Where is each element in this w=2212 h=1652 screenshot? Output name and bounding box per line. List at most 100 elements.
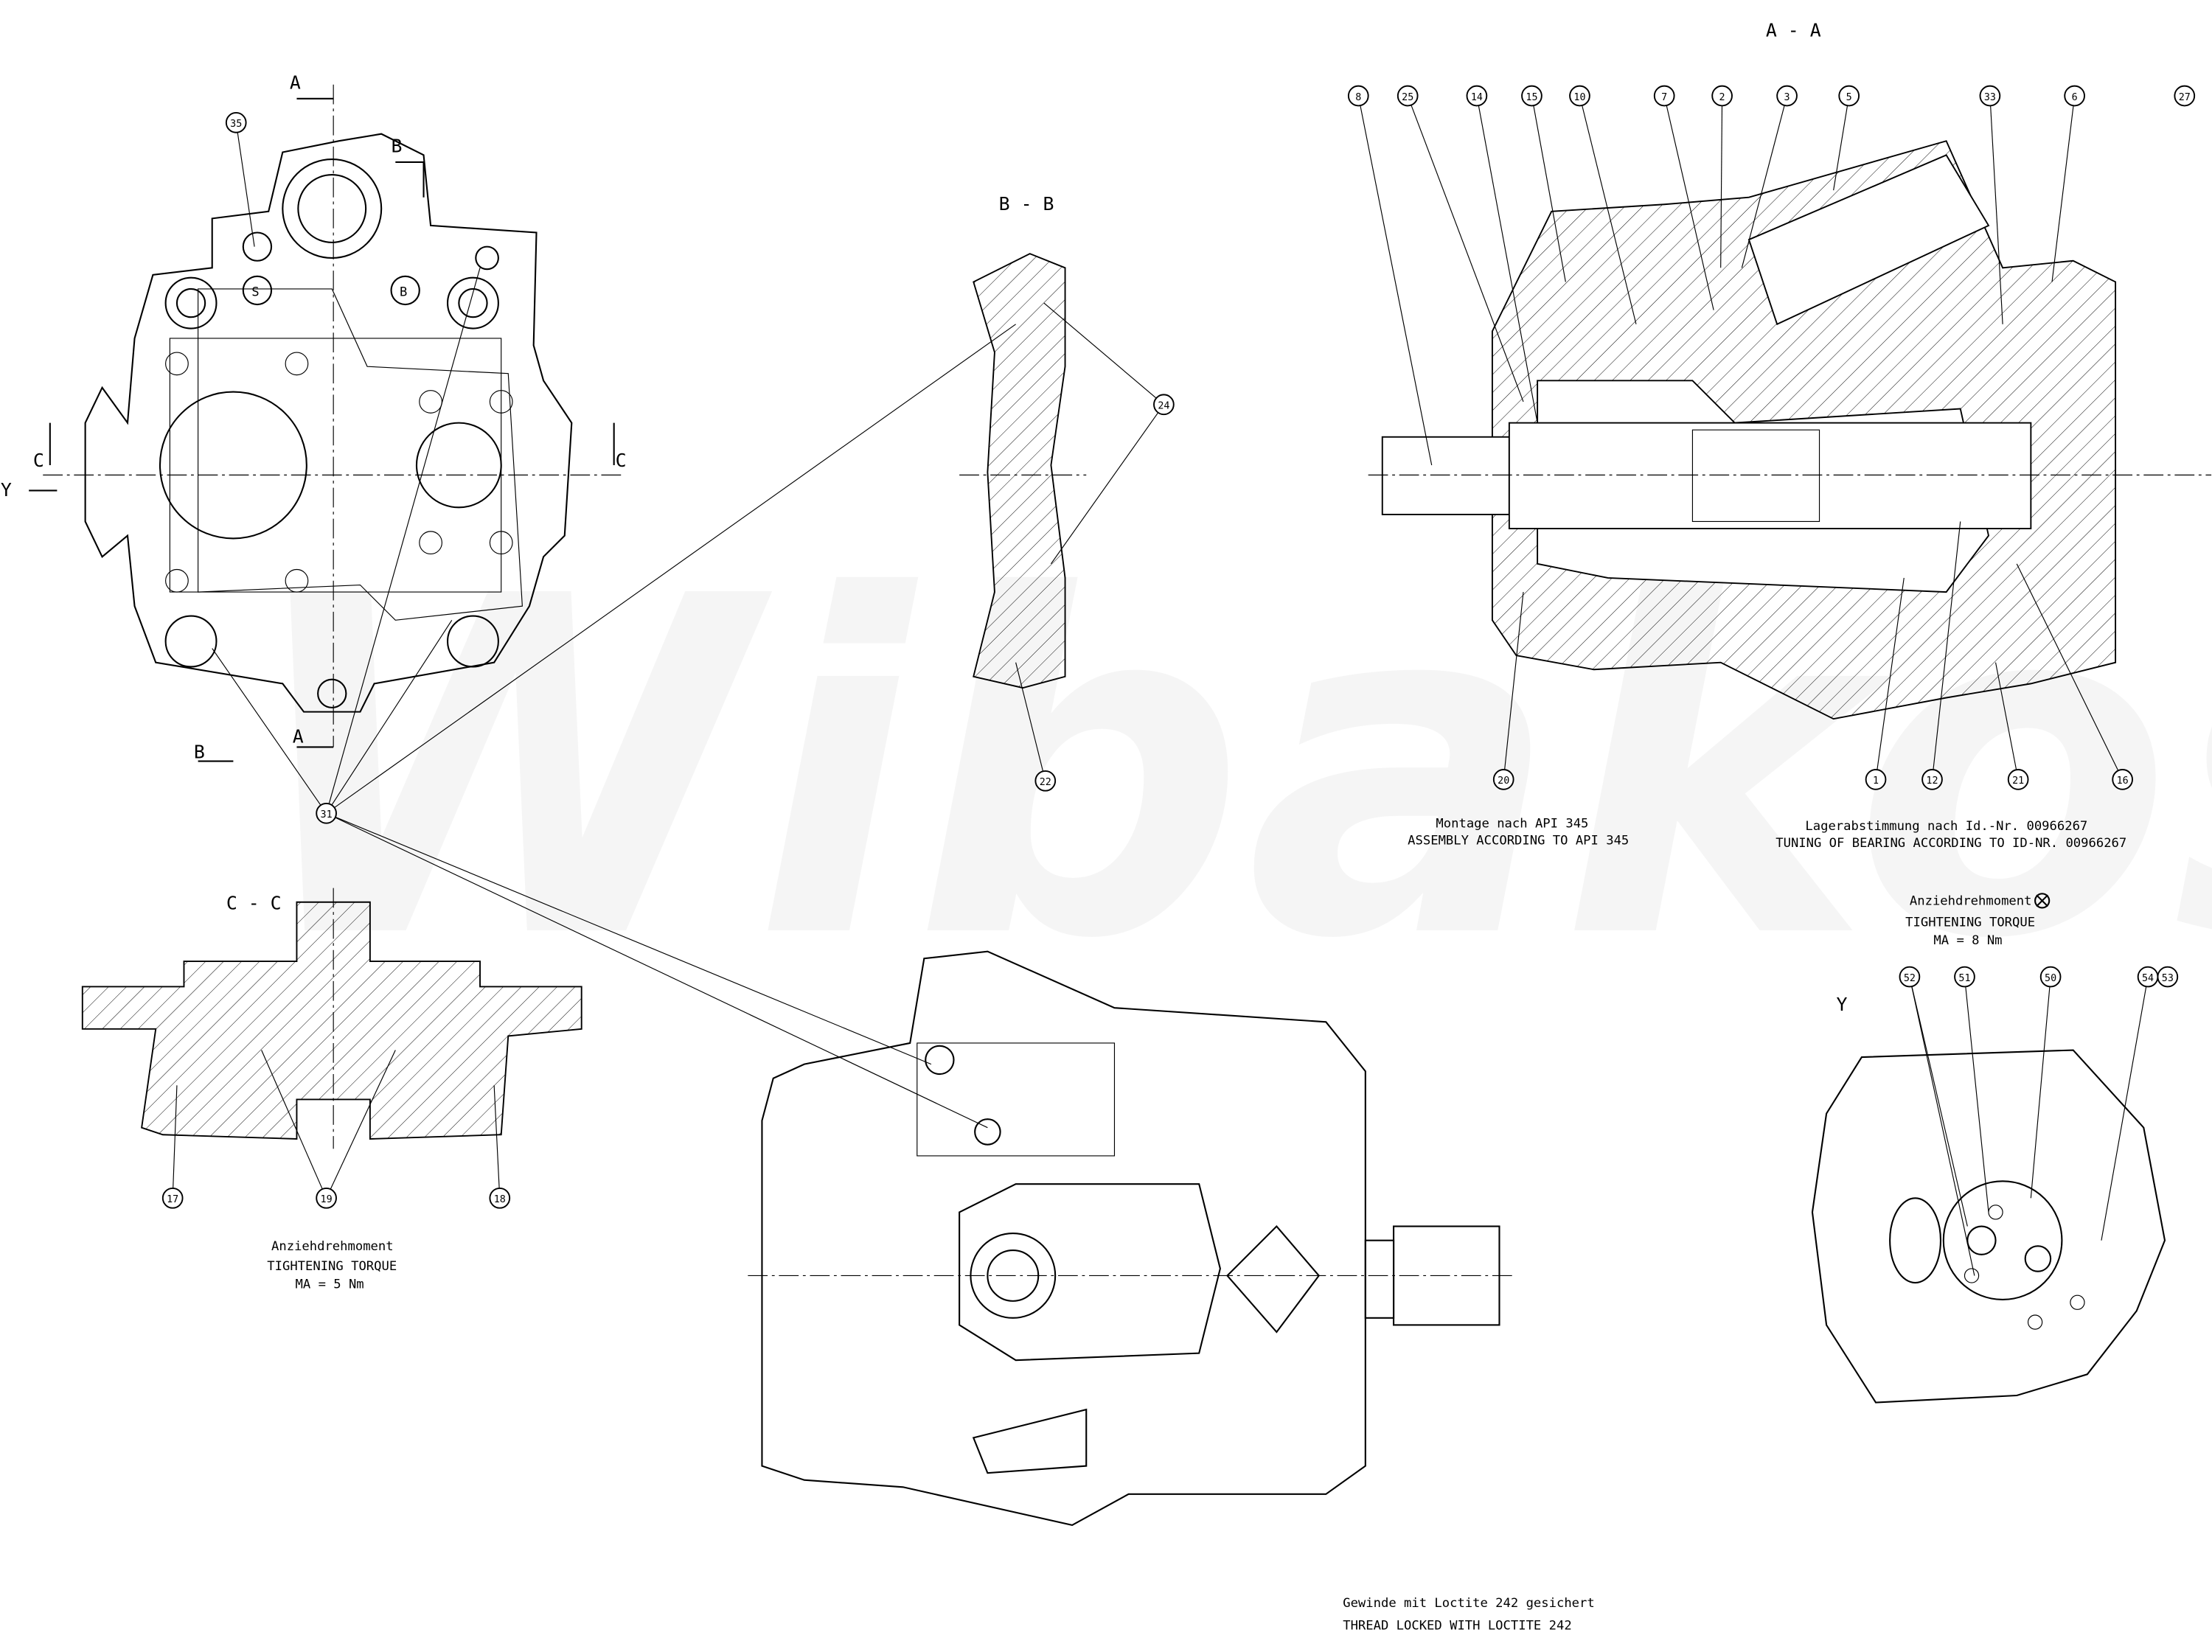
section-marker-b-bottom: B xyxy=(194,742,205,763)
balloon-number: 20 xyxy=(1498,776,1509,787)
view-title-y: Y xyxy=(1836,994,1847,1015)
balloon-number: 10 xyxy=(1573,92,1585,103)
section-title-c-c: C - C xyxy=(226,892,282,913)
leader-line xyxy=(1833,95,1850,191)
note-torque-cc-de: Anziehdrehmoment xyxy=(271,1239,394,1254)
leader-line xyxy=(326,812,988,1129)
balloon-circle xyxy=(1711,85,1733,107)
balloon-circle xyxy=(1034,770,1057,792)
leader-line xyxy=(2051,95,2076,282)
section-c-c: C - C xyxy=(81,888,582,1149)
leader-line xyxy=(2016,563,2124,780)
balloon-number: 6 xyxy=(2072,92,2078,103)
balloon-circle xyxy=(161,1187,184,1209)
leader-line xyxy=(1989,95,2003,324)
balloon-circle xyxy=(1466,85,1488,107)
balloon-circle xyxy=(2007,769,2029,790)
balloon-number: 54 xyxy=(2142,973,2154,984)
leader-line xyxy=(212,648,327,814)
balloon-number: 21 xyxy=(2012,776,2024,787)
balloon-number: 2 xyxy=(1719,92,1725,103)
balloon-number: 53 xyxy=(2162,973,2174,984)
balloon-circle xyxy=(316,1187,337,1209)
front-view: S B A A B B C C Y xyxy=(1,72,627,762)
leader-line xyxy=(1407,95,1524,402)
balloon-number: 50 xyxy=(2045,973,2056,984)
balloon-circle xyxy=(225,112,247,133)
item-balloon-24: 24 xyxy=(1153,394,1175,416)
balloon-number: 8 xyxy=(1355,92,1361,103)
item-balloon-6: 6 xyxy=(2064,85,2085,107)
section-b-b: B - B xyxy=(959,193,1087,689)
balloon-circle xyxy=(1153,394,1175,416)
balloon-circle xyxy=(1838,85,1860,107)
item-balloon-51: 51 xyxy=(1954,966,1975,988)
balloon-number: 17 xyxy=(167,1194,178,1205)
leader-line xyxy=(493,1085,501,1199)
leader-line xyxy=(1875,577,1905,780)
leader-line xyxy=(1476,95,1538,423)
item-balloon-20: 20 xyxy=(1492,769,1514,790)
balloon-circle xyxy=(1492,769,1514,790)
item-balloon-54: 54 xyxy=(2137,966,2159,988)
balloon-number: 25 xyxy=(1402,92,1413,103)
side-view xyxy=(748,950,1517,1527)
notes: Montage nach API 345 ASSEMBLY ACCORDING … xyxy=(267,816,2126,1633)
balloon-circle xyxy=(1954,966,1975,988)
section-title-b-b: B - B xyxy=(999,193,1054,215)
balloon-circle xyxy=(1347,85,1369,107)
balloon-number: 33 xyxy=(1984,92,1996,103)
note-torque-cc-en: TIGHTENING TORQUE xyxy=(267,1259,397,1274)
leader-line xyxy=(326,620,453,814)
balloon-number: 18 xyxy=(494,1194,506,1205)
section-marker-a-top: A xyxy=(290,72,301,93)
leader-line xyxy=(1720,96,1723,268)
note-torque-y-de: Anziehdrehmoment xyxy=(1910,894,2032,909)
leader-line xyxy=(235,122,255,247)
leader-line xyxy=(1909,976,1975,1276)
balloon-circle xyxy=(1865,769,1887,790)
leader-line xyxy=(1964,977,1989,1213)
note-bearing-de: Lagerabstimmung nach Id.-Nr. 00966267 xyxy=(1805,819,2087,834)
note-torque-y-value: MA = 8 Nm xyxy=(1933,933,2002,948)
leader-line xyxy=(1050,404,1164,565)
leader-line xyxy=(2101,976,2149,1241)
balloon-number: 27 xyxy=(2179,92,2191,103)
leader-line xyxy=(261,1050,327,1199)
item-balloon-33: 33 xyxy=(1979,85,2001,107)
item-balloon-3: 3 xyxy=(1776,85,1798,107)
balloon-number: 31 xyxy=(321,809,333,820)
leader-line xyxy=(326,268,481,814)
note-assembly-en: ASSEMBLY ACCORDING TO API 345 xyxy=(1408,833,1629,848)
note-loctite-en: THREAD LOCKED WITH LOCTITE 242 xyxy=(1343,1618,1571,1633)
leader-line xyxy=(1043,302,1164,405)
leader-line xyxy=(1931,521,1961,780)
item-balloon-22: 22 xyxy=(1034,770,1057,792)
balloon-number: 12 xyxy=(1926,776,1938,787)
balloon-number: 5 xyxy=(1846,92,1852,103)
balloon-number: 22 xyxy=(1040,777,1051,788)
item-balloon-16: 16 xyxy=(2112,769,2133,790)
leader-line xyxy=(326,324,1016,814)
balloon-number: 15 xyxy=(1526,92,1537,103)
balloon-number: 3 xyxy=(1784,92,1790,103)
item-balloon-17: 17 xyxy=(161,1187,184,1209)
balloon-circle xyxy=(1569,85,1590,107)
balloon-number: 1 xyxy=(1873,776,1879,787)
balloon-circle xyxy=(1921,769,1943,790)
balloon-circle xyxy=(1653,85,1675,107)
item-balloon-19: 19 xyxy=(316,1187,337,1209)
leader-line xyxy=(1741,95,1788,268)
port-label-s: S xyxy=(251,285,259,300)
leader-line xyxy=(172,1085,178,1199)
torque-symbol-icon xyxy=(2034,893,2051,909)
item-balloon-7: 7 xyxy=(1653,85,1675,107)
leader-line xyxy=(1663,95,1714,310)
item-balloon-52: 52 xyxy=(1899,966,1921,988)
port-label-b: B xyxy=(400,285,407,300)
leader-line xyxy=(1531,95,1566,282)
note-torque-cc-value: MA = 5 Nm xyxy=(296,1278,364,1292)
item-balloon-5: 5 xyxy=(1838,85,1860,107)
